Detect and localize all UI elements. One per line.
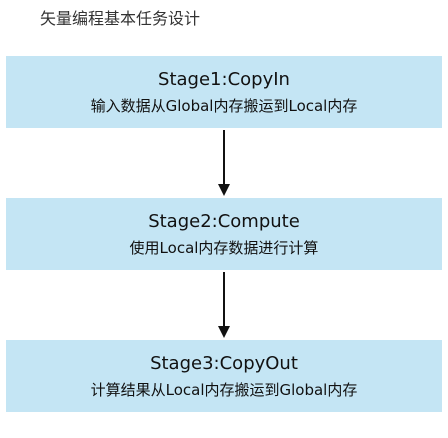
stage-copyin-description: 输入数据从Global内存搬运到Local内存 [90,96,358,115]
diagram-title: 矢量编程基本任务设计 [40,9,201,28]
stage-compute-description: 使用Local内存数据进行计算 [129,238,319,257]
stage-compute-name: Stage2:Compute [148,210,300,232]
stage-compute-box: Stage2:Compute 使用Local内存数据进行计算 [6,198,442,270]
arrow-down-icon [218,130,230,196]
stage-copyin-name: Stage1:CopyIn [158,68,290,90]
stage-copyout-box: Stage3:CopyOut 计算结果从Local内存搬运到Global内存 [6,340,442,412]
stage-copyout-name: Stage3:CopyOut [150,352,298,374]
arrow-down-icon [218,272,230,338]
stage-copyin-box: Stage1:CopyIn 输入数据从Global内存搬运到Local内存 [6,56,442,128]
stage-copyout-description: 计算结果从Local内存搬运到Global内存 [90,380,358,399]
